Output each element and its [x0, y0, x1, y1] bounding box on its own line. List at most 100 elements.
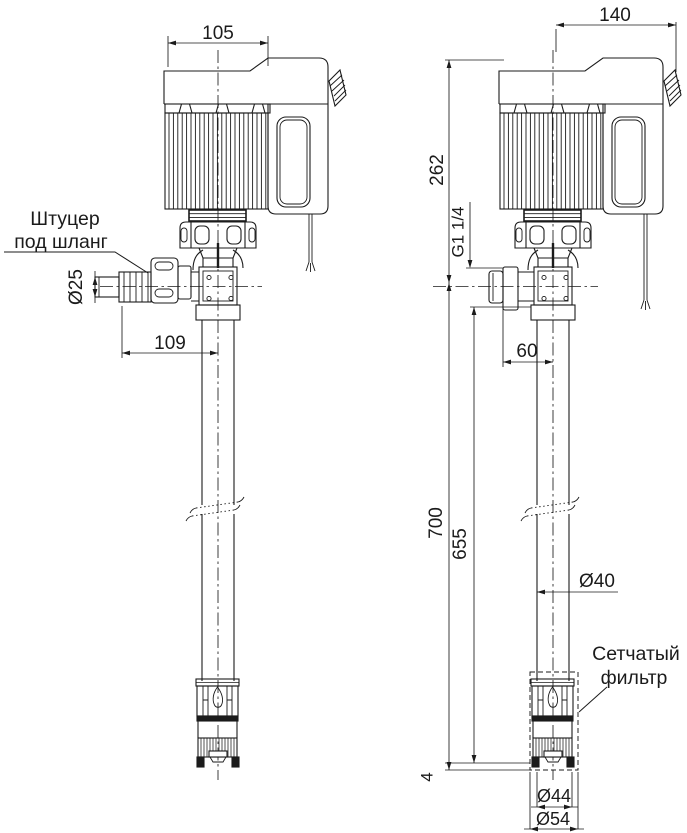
flange-disc	[502, 266, 519, 311]
spigot-barb-ridges	[123, 272, 149, 302]
outlet-box-inner	[202, 270, 234, 302]
dim-filter-diameter-44	[531, 772, 578, 810]
arrow-right	[260, 40, 268, 46]
spigot-nut-slot-top	[154, 261, 174, 271]
cooling-fins	[168, 113, 267, 209]
side-power-cable	[640, 214, 651, 310]
motor-cap	[163, 57, 329, 104]
nut-slot-edge-right	[248, 227, 256, 243]
dim-text-700: 700	[426, 507, 447, 539]
bolt-hole-br	[228, 295, 234, 302]
suction-tube-walls	[201, 320, 235, 681]
hose-label-leader	[4, 251, 149, 274]
dim-text-4: 4	[417, 772, 436, 781]
strainer-mesh-lines	[200, 738, 235, 757]
foot-right	[231, 756, 240, 768]
hose-label-line1: Штуцер	[30, 208, 100, 230]
front-view-details	[94, 214, 316, 304]
arrow-left	[503, 359, 511, 365]
collar-band	[188, 209, 247, 222]
hose-label-line2: под шланг	[14, 231, 108, 253]
arrow-right	[564, 804, 572, 810]
dim-tube-overall-700	[446, 283, 452, 770]
nut-slot-right	[226, 225, 242, 245]
dim-motor-depth-140	[555, 22, 677, 72]
foot-slots	[202, 686, 233, 716]
dim-4-lines	[445, 762, 530, 771]
handle-inner-line	[279, 119, 308, 205]
pump-neck	[192, 243, 244, 271]
strainer-center-shelf	[208, 750, 228, 758]
union-nut	[179, 221, 257, 249]
motor-collar	[188, 209, 247, 222]
outlet-flange	[488, 266, 534, 311]
break-hooks-upper	[189, 496, 245, 514]
arrow-right	[210, 350, 218, 356]
outlet-box	[198, 266, 238, 306]
arrow-down	[92, 289, 98, 297]
spigot-nut-slot-bottom	[154, 288, 174, 298]
dim-text-655: 655	[450, 528, 471, 560]
foot-left	[196, 756, 205, 768]
filter-foot	[195, 678, 240, 768]
foot-keyhole	[212, 686, 224, 708]
filter-label-line2: фильтр	[601, 667, 668, 689]
dim-motor-width-105	[167, 36, 269, 67]
dim-text-109: 109	[154, 333, 186, 354]
arrow-up	[446, 283, 452, 291]
nut-slot-edge-left	[180, 227, 188, 243]
side-dimensions	[445, 22, 677, 832]
arrow-down	[446, 762, 452, 770]
dim-outlet-offset-109	[121, 306, 218, 358]
handle-housing	[267, 104, 329, 215]
elbow-shoulders	[192, 249, 244, 271]
tube-adapter	[195, 304, 241, 321]
arrow-right	[570, 826, 578, 832]
foot-mid-walls	[197, 721, 238, 738]
dim-text-o40: Ø40	[579, 571, 615, 592]
dim-outlet-offset-60	[502, 308, 553, 367]
dim-text-g114: G1 1/4	[448, 206, 467, 257]
arrow-left	[530, 826, 538, 832]
pump-body	[163, 50, 347, 780]
dim-head-height-262	[445, 59, 504, 283]
power-switch	[328, 68, 347, 108]
pump-front-view	[163, 50, 347, 780]
dim-text-o44: Ø44	[537, 786, 571, 806]
dim-text-o25: Ø25	[66, 269, 87, 305]
switch-toggle	[328, 68, 347, 108]
side-view-details	[433, 214, 651, 771]
arrow-right	[545, 359, 553, 365]
flange-face	[488, 270, 504, 304]
filter-label-line1: Сетчатый	[592, 643, 680, 665]
arrow-left	[168, 40, 176, 46]
dim-hose-diameter-25	[92, 271, 98, 303]
switch-hatching	[329, 74, 347, 102]
dim-109-lines	[121, 306, 218, 358]
dim-text-140: 140	[599, 5, 631, 26]
flange-stub-lines	[518, 271, 534, 302]
break-line-lower	[191, 509, 235, 517]
break-hooks-lower	[185, 504, 241, 522]
bolt-hole-tl	[206, 274, 212, 281]
front-power-cable	[305, 214, 316, 272]
hose-spigot	[94, 257, 199, 304]
dim-filter-diameter-54	[524, 772, 584, 832]
arrow-up	[446, 60, 452, 68]
collar-lines	[189, 213, 246, 218]
dim-tube-diameter-40	[537, 589, 618, 595]
arrow-down	[471, 755, 477, 763]
dim-655-lines	[470, 306, 531, 763]
dim-105-lines	[167, 36, 269, 67]
spigot-collar	[177, 265, 192, 300]
strainer-center-notch	[209, 756, 227, 763]
arrow-down	[446, 275, 452, 283]
dim-60-lines	[502, 308, 553, 367]
arrow-left	[537, 804, 545, 810]
arrow-up	[92, 277, 98, 285]
dim-foot-clearance-4	[445, 762, 530, 771]
nut-outline	[179, 221, 257, 249]
handle-inner-outline	[276, 116, 311, 208]
